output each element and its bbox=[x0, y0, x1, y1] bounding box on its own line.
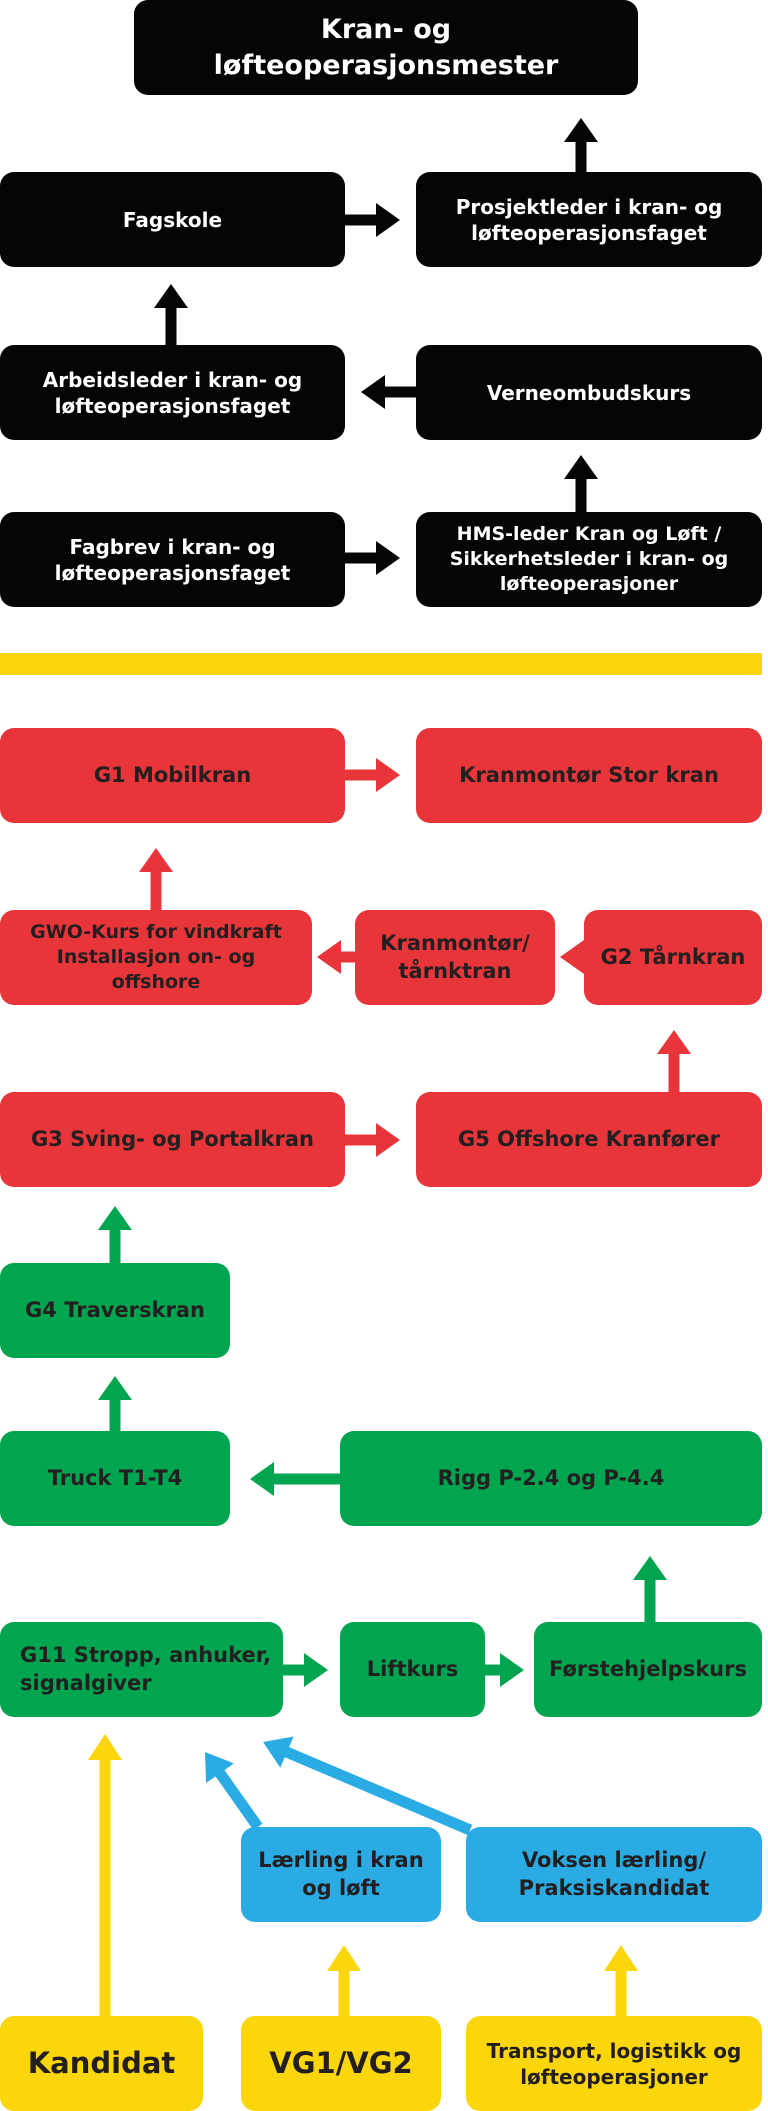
g11-stropp-box: G11 Stropp, anhuker, signalgiver bbox=[0, 1622, 283, 1717]
arrow-g5-to-g2 bbox=[657, 1030, 691, 1092]
arrow-verneombud-to-arbeidsleder bbox=[361, 375, 416, 409]
g1-mobilkran-box: G1 Mobilkran bbox=[0, 728, 345, 823]
arrow-rigg-to-truck bbox=[250, 1462, 340, 1496]
kranmontor-tarnkran-box: Kranmontør/ tårnktran bbox=[355, 910, 555, 1005]
arrow-fagbrev-to-hms bbox=[345, 541, 400, 575]
laerling-box: Lærling i kran og løft bbox=[241, 1827, 441, 1922]
arrow-fagskole-to-prosjektleder bbox=[345, 203, 400, 237]
arrow-kranmontor-to-gwo bbox=[317, 940, 355, 974]
prosjektleder-box: Prosjektleder i kran- og løfteoperasjons… bbox=[416, 172, 762, 267]
verneombud-box: Verneombudskurs bbox=[416, 345, 762, 440]
arrow-transport-to-voksen bbox=[604, 1945, 638, 2016]
fagskole-box: Fagskole bbox=[0, 172, 345, 267]
g3-sving-portalkran-box: G3 Sving- og Portalkran bbox=[0, 1092, 345, 1187]
g5-offshore-kranforer-box: G5 Offshore Kranfører bbox=[416, 1092, 762, 1187]
arrow-g4-to-g3 bbox=[98, 1206, 132, 1263]
transport-logistikk-box: Transport, logistikk og løfteoperasjoner bbox=[466, 2016, 762, 2111]
arrow-g11-to-liftkurs bbox=[283, 1653, 328, 1687]
fagbrev-box: Fagbrev i kran- og løfteoperasjonsfaget bbox=[0, 512, 345, 607]
arrow-arbeidsleder-to-fagskole bbox=[154, 284, 188, 345]
section-divider bbox=[0, 653, 762, 675]
arrow-forstehjelp-to-rigg bbox=[633, 1556, 667, 1622]
liftkurs-box: Liftkurs bbox=[340, 1622, 485, 1717]
arrow-liftkurs-to-forstehjelp bbox=[485, 1653, 524, 1687]
truck-box: Truck T1-T4 bbox=[0, 1431, 230, 1526]
arrow-laerling-to-g11 bbox=[205, 1752, 263, 1831]
arrow-hms-to-verneombud bbox=[564, 455, 598, 512]
arrow-g2-to-kranmontor bbox=[560, 940, 584, 974]
arrow-g1-to-kranmontor bbox=[345, 758, 400, 792]
arrow-gwo-to-g1 bbox=[139, 848, 173, 910]
g4-traverskran-box: G4 Traverskran bbox=[0, 1263, 230, 1358]
arrow-kandidat-to-g11 bbox=[88, 1734, 122, 2016]
arrow-truck-to-g4 bbox=[98, 1376, 132, 1431]
kandidat-box: Kandidat bbox=[0, 2016, 203, 2111]
arbeidsleder-box: Arbeidsleder i kran- og løfteoperasjonsf… bbox=[0, 345, 345, 440]
arrow-voksen-to-g11 bbox=[263, 1736, 473, 1836]
kranmontor-stor-kran-box: Kranmontør Stor kran bbox=[416, 728, 762, 823]
arrow-prosjektleder-to-master bbox=[564, 118, 598, 172]
hms-leder-box: HMS-leder Kran og Løft / Sikkerhetsleder… bbox=[416, 512, 762, 607]
gwo-kurs-box: GWO-Kurs for vindkraft Installasjon on- … bbox=[0, 910, 312, 1005]
voksen-laerling-box: Voksen lærling/ Praksiskandidat bbox=[466, 1827, 762, 1922]
arrow-g3-to-g5 bbox=[345, 1123, 400, 1157]
g2-tarnkran-box: G2 Tårnkran bbox=[584, 910, 762, 1005]
master-box: Kran- og løfteoperasjonsmester bbox=[134, 0, 638, 95]
forstehjelpskurs-box: Førstehjelpskurs bbox=[534, 1622, 762, 1717]
vg1-vg2-box: VG1/VG2 bbox=[241, 2016, 441, 2111]
arrow-vg-to-laerling bbox=[327, 1945, 361, 2016]
rigg-box: Rigg P-2.4 og P-4.4 bbox=[340, 1431, 762, 1526]
